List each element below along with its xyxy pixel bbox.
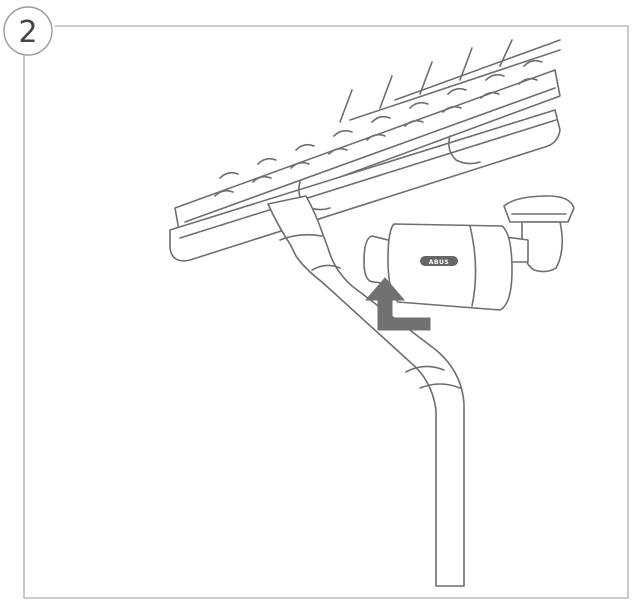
camera-brand-badge (420, 256, 458, 266)
roof-tiles (174, 39, 561, 237)
illustration-frame (23, 25, 629, 599)
camera: ABUS (363, 195, 575, 311)
rain-gutter (169, 109, 561, 262)
step-number: 2 (18, 15, 37, 50)
downpipe (267, 195, 465, 587)
camera-brand: ABUS (429, 259, 449, 266)
step-badge: 2 (3, 6, 53, 56)
arrow-up-corner-icon (365, 277, 431, 331)
